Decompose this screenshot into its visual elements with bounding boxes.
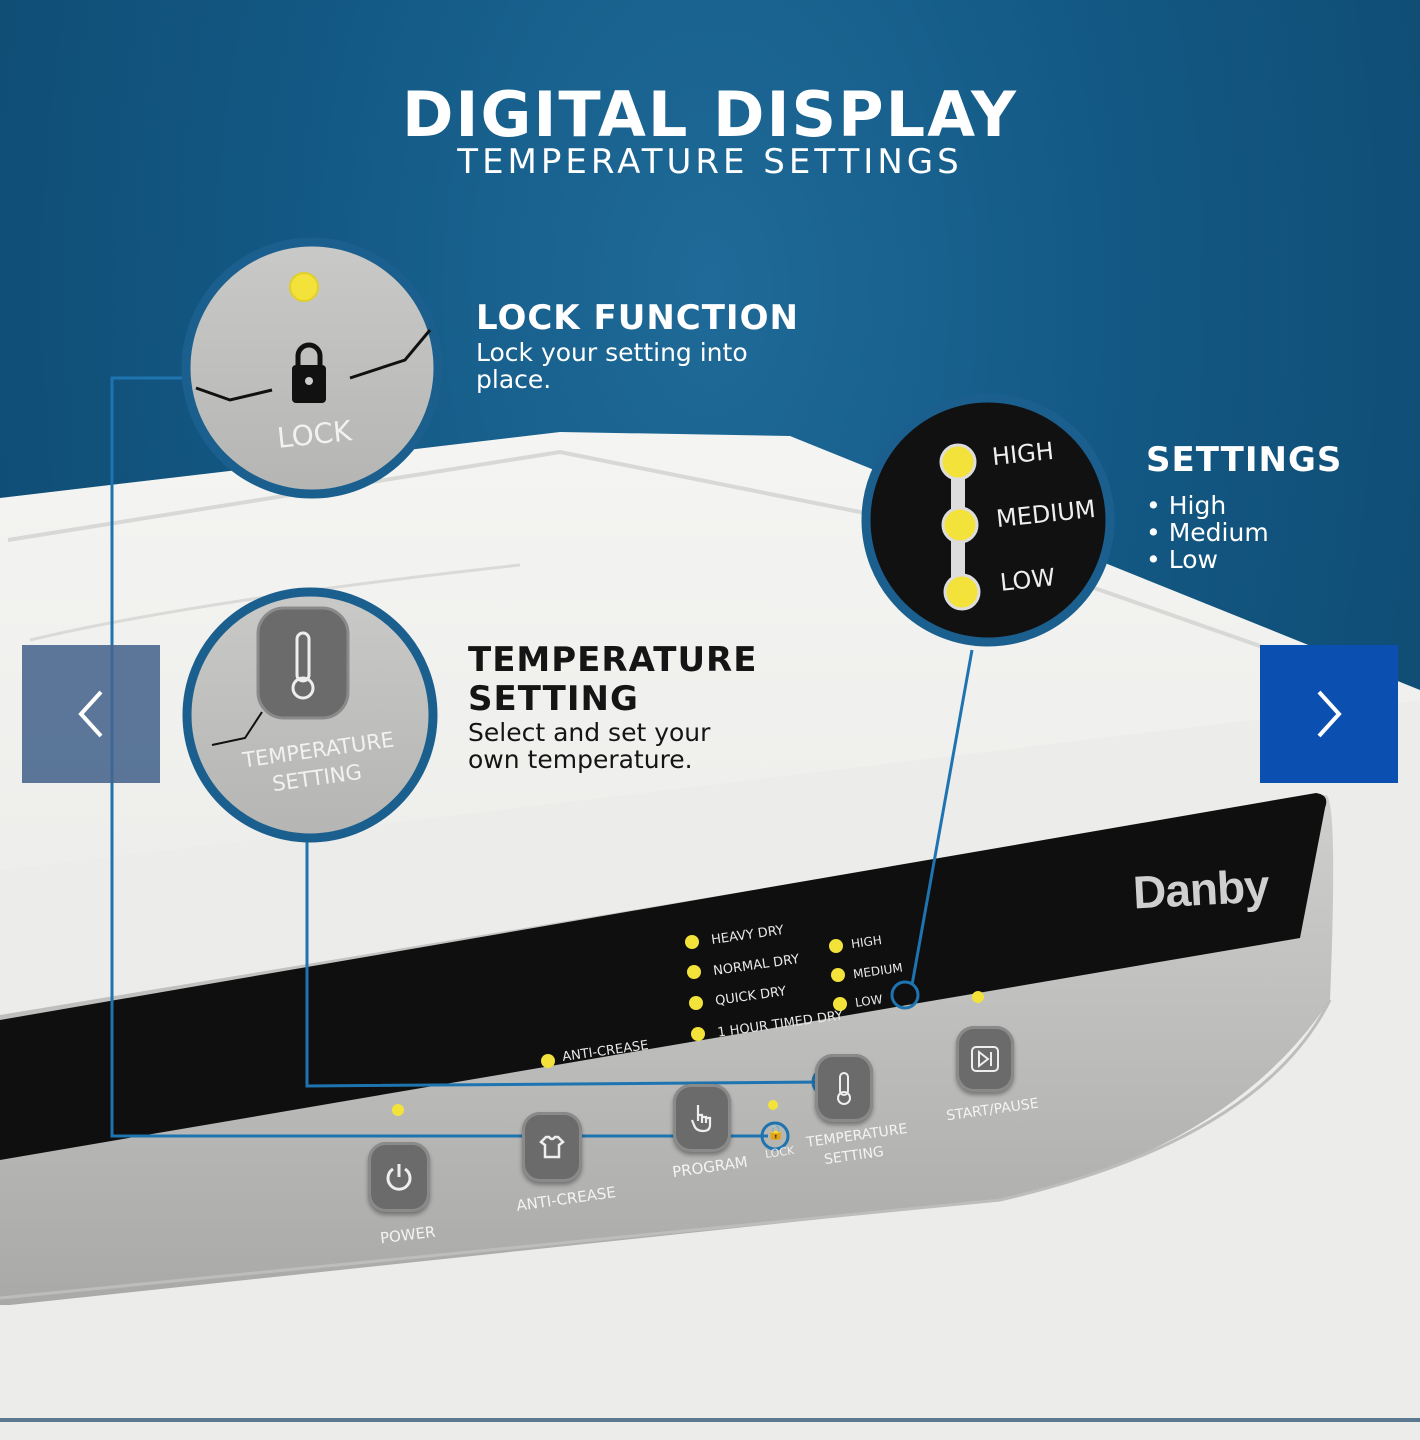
power-icon (386, 1164, 412, 1191)
page-subtitle: TEMPERATURE SETTINGS (457, 142, 963, 182)
lock-feature-desc-1: Lock your setting into (476, 338, 748, 367)
hand-pointer-icon (690, 1105, 712, 1133)
settings-list: High Medium Low (1146, 492, 1269, 573)
temperature-feature-desc-1: Select and set your (468, 718, 711, 747)
power-button[interactable] (368, 1142, 430, 1212)
brand-logo: Danby (1131, 859, 1270, 919)
start-pause-button[interactable] (956, 1026, 1014, 1092)
program-button[interactable] (673, 1084, 731, 1152)
previous-slide-button[interactable] (22, 645, 160, 783)
lock-icon[interactable]: 🔒 (767, 1125, 785, 1141)
chevron-right-icon (1317, 690, 1342, 738)
settings-item-low: Low (1146, 546, 1269, 573)
anti-crease-button[interactable] (522, 1112, 582, 1182)
settings-item-medium: Medium (1146, 519, 1269, 546)
temperature-feature-desc-2: own temperature. (468, 745, 693, 774)
temperature-feature-heading-2: SETTING (468, 679, 639, 719)
next-slide-button[interactable] (1260, 645, 1398, 783)
lock-feature-heading: LOCK FUNCTION (476, 298, 799, 338)
temperature-feature-heading-1: TEMPERATURE (468, 640, 758, 680)
settings-heading: SETTINGS (1146, 440, 1343, 480)
temperature-setting-button[interactable] (815, 1054, 873, 1122)
settings-item-high: High (1146, 492, 1269, 519)
play-pause-icon (971, 1046, 999, 1072)
shirt-icon (539, 1135, 565, 1159)
thermometer-icon (837, 1072, 851, 1105)
page-title: DIGITAL DISPLAY (401, 78, 1019, 151)
lock-feature-desc-2: place. (476, 365, 552, 394)
chevron-left-icon (78, 690, 103, 738)
zoom-level-low: LOW (998, 563, 1057, 597)
